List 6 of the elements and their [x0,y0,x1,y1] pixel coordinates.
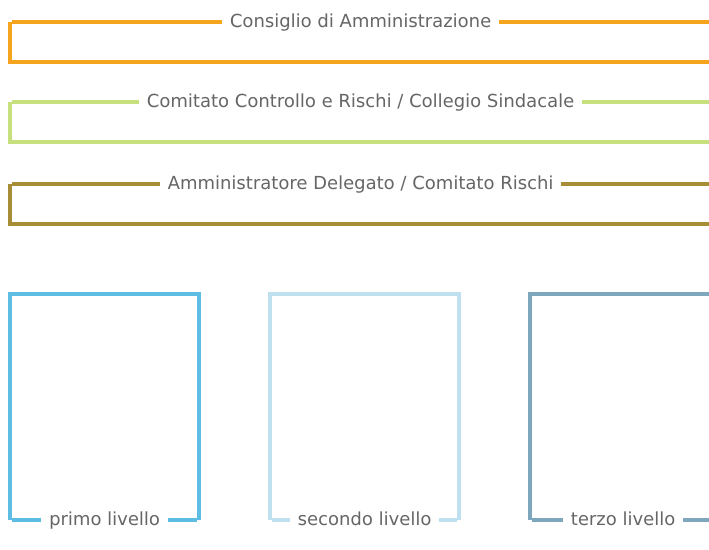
level-label: primo livello [48,511,161,529]
level-label: terzo livello [570,511,676,529]
band-heading: Comitato Controllo e Rischi / Collegio Sindacale [146,93,576,111]
band-heading: Amministratore Delegato / Comitato Rischi [166,175,554,193]
level-label: secondo livello [296,511,432,529]
band-heading: Consiglio di Amministrazione [228,13,492,31]
